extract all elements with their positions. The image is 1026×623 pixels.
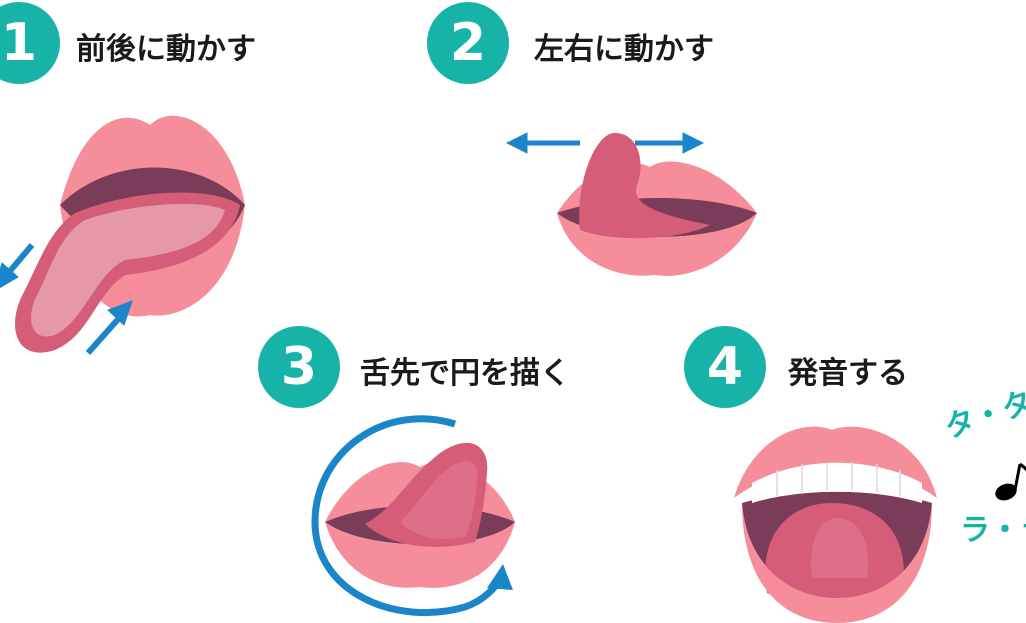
arrow-circle	[311, 415, 503, 617]
upper-lip	[60, 115, 245, 205]
teeth	[752, 462, 922, 503]
lower-lip	[325, 522, 515, 588]
sound-ra-ra: ラ・ラ	[960, 513, 1026, 548]
step-1-illustration	[0, 115, 245, 355]
step-4-illustration	[734, 426, 937, 623]
step-3-illustration	[311, 415, 515, 617]
tongue-highlight	[31, 203, 225, 337]
step-4-title: 発音する	[788, 356, 908, 391]
lower-lip	[742, 503, 932, 623]
tongue	[579, 132, 710, 239]
step-1-badge: 1	[0, 2, 60, 84]
tongue-highlight	[400, 461, 478, 539]
step-3-title: 舌先で円を描く	[360, 356, 570, 391]
step-2-illustration	[505, 132, 757, 276]
lower-lip	[557, 213, 757, 276]
step-3-badge: 3	[258, 326, 340, 408]
step-2-badge: 2	[427, 2, 509, 84]
music-note-icon	[995, 462, 1026, 501]
step-2-title: 左右に動かす	[534, 32, 714, 67]
upper-lip	[734, 426, 937, 498]
tongue-highlight	[811, 518, 868, 578]
step-1-title: 前後に動かす	[76, 32, 256, 67]
arrow-circle-head	[487, 564, 513, 590]
sound-ta-ta: タ・タ	[940, 384, 1026, 446]
step-4-badge: 4	[684, 326, 766, 408]
arrow-back-forth	[0, 243, 133, 355]
arrow-left-right	[505, 132, 705, 154]
